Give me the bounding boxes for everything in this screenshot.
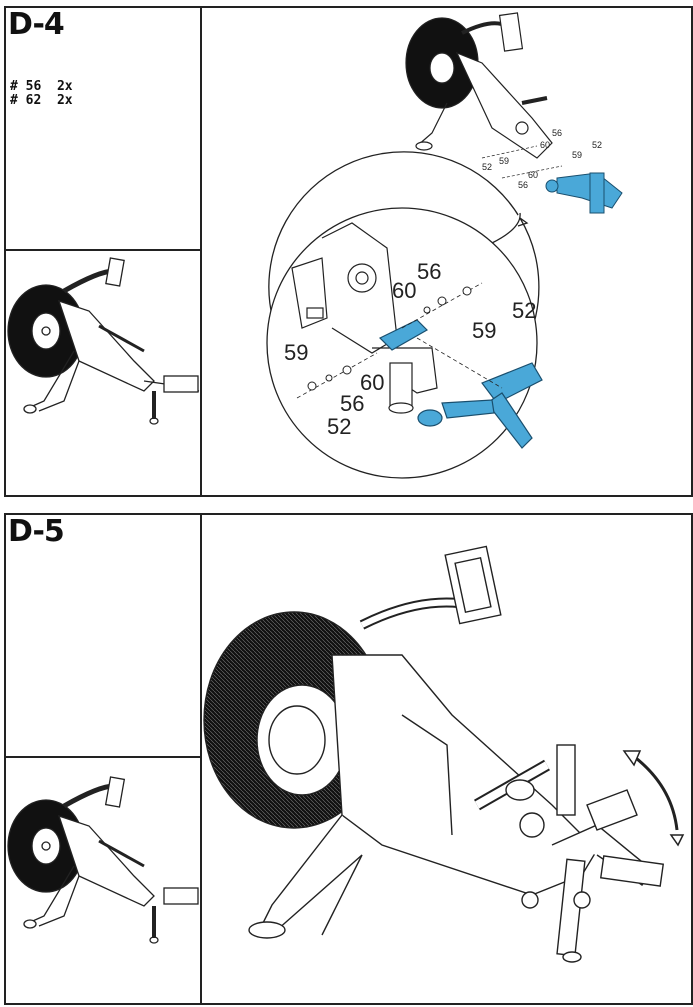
parts-item: # 62 2x [10, 93, 73, 108]
parts-item: # 56 2x [10, 79, 73, 94]
callout-label: 52 [512, 298, 536, 323]
step-d4-frame [4, 6, 693, 497]
callout-label: 60 [528, 170, 538, 180]
assembly-diagram-d5 [203, 545, 685, 963]
callout-label: 52 [327, 414, 351, 439]
step-d5-divider-horizontal [4, 756, 202, 758]
callout-label: 52 [592, 140, 602, 150]
step-d5-divider-vertical [200, 513, 202, 1005]
step-d4-title: D-4 [8, 7, 65, 42]
callout-label: 52 [482, 162, 492, 172]
step-d4-divider-horizontal [4, 249, 202, 251]
assembly-diagram-d4: 56 52 60 59 52 59 60 56 [266, 12, 623, 479]
callout-label: 59 [284, 340, 308, 365]
callout-label: 60 [392, 278, 416, 303]
step-d5-frame [4, 513, 693, 1005]
rotation-arrow-icon [622, 750, 685, 847]
callout-label: 60 [540, 140, 550, 150]
parts-list-d4: # 56 2x # 62 2x [10, 80, 73, 108]
callout-label: 56 [552, 128, 562, 138]
callout-label: 59 [572, 150, 582, 160]
step-d4-divider-vertical [200, 6, 202, 497]
rower-thumbnail-d4 [7, 257, 200, 425]
callout-label: 56 [518, 180, 528, 190]
rower-thumbnail-d5 [7, 776, 199, 944]
callout-label: 59 [499, 156, 509, 166]
callout-label: 56 [340, 391, 364, 416]
callout-label: 60 [360, 370, 384, 395]
callout-label: 59 [472, 318, 496, 343]
callout-label: 56 [417, 259, 441, 284]
step-d5-title: D-5 [8, 514, 65, 549]
